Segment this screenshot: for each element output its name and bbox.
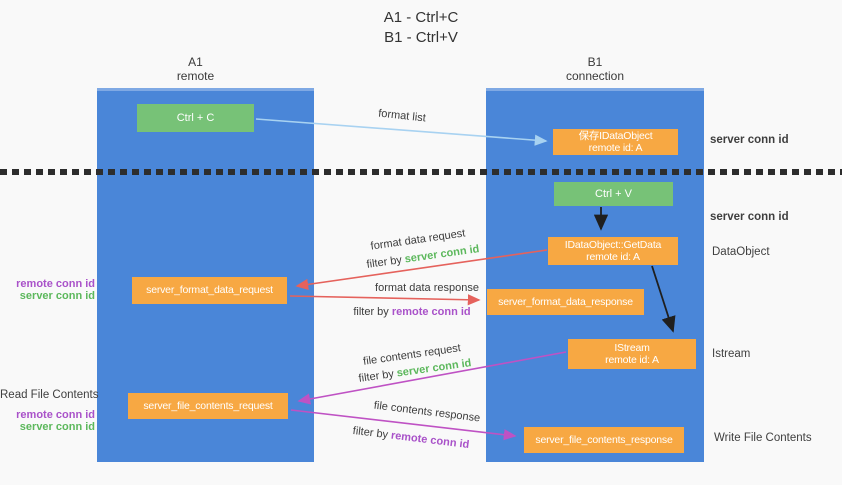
node-save-dataobject-line1: 保存IDataObject	[578, 129, 653, 142]
right-dataobject-label: DataObject	[712, 246, 770, 258]
left-remote-conn-id-2: remote conn id	[16, 409, 95, 421]
arrow-format-data-response	[289, 294, 481, 306]
node-getdata-line2: remote id: A	[586, 251, 640, 263]
remote-conn-id-text: remote conn id	[390, 429, 470, 452]
lane-b-subtitle: connection	[565, 69, 625, 83]
left-remote-conn-id-1: remote conn id	[16, 278, 95, 290]
node-file-response-label: server_file_contents_response	[535, 433, 673, 446]
filter-by-text: filter by	[353, 306, 389, 318]
dashed-divider-line	[0, 169, 842, 175]
lane-a-subtitle: remote	[176, 69, 215, 83]
filter-by-text: filter by	[357, 368, 395, 385]
lane-b-name: B1	[587, 55, 603, 69]
left-server-conn-id-2: server conn id	[19, 420, 95, 433]
filter-by-text: filter by	[365, 254, 403, 271]
label-file-contents-response: file contents response	[373, 399, 481, 425]
node-server-format-data-response: server_format_data_response	[487, 289, 644, 315]
node-format-response-label: server_format_data_response	[498, 295, 633, 308]
left-read-file-contents-label: Read File Contents	[0, 389, 99, 401]
title-line-2: B1 - Ctrl+V	[384, 29, 458, 46]
node-istream-line2: remote id: A	[605, 354, 659, 366]
node-server-file-contents-response: server_file_contents_response	[524, 427, 684, 453]
node-idataobject-getdata: IDataObject::GetData remote id: A	[548, 237, 678, 265]
node-server-format-data-request: server_format_data_request	[132, 277, 287, 304]
server-conn-id-text: server conn id	[403, 243, 481, 266]
node-format-request-label: server_format_data_request	[146, 284, 273, 297]
node-save-dataobject-line2: remote id: A	[588, 142, 643, 154]
node-server-file-contents-request: server_file_contents_request	[128, 393, 288, 419]
node-ctrl-c: Ctrl + C	[137, 104, 254, 132]
diagram-title: A1 - Ctrl+C B1 - Ctrl+V	[0, 8, 842, 48]
node-ctrl-c-label: Ctrl + C	[176, 111, 215, 124]
filter-by-text: filter by	[352, 424, 389, 442]
lane-b-header: B1 connection	[486, 55, 704, 83]
right-server-conn-id-1: server conn id	[710, 134, 789, 146]
remote-conn-id-text: remote conn id	[391, 306, 471, 318]
right-istream-label: Istream	[712, 348, 751, 360]
node-ctrl-v: Ctrl + V	[554, 182, 673, 206]
label-format-list: format list	[377, 107, 427, 125]
node-save-dataobject: 保存IDataObject remote id: A	[553, 129, 678, 155]
lane-a-header: A1 remote	[87, 55, 304, 83]
lane-a-name: A1	[188, 55, 203, 69]
title-line-1: A1 - Ctrl+C	[383, 9, 459, 26]
left-server-conn-id-1: server conn id	[19, 289, 95, 302]
label-format-data-response: format data response	[375, 282, 479, 294]
node-getdata-line1: IDataObject::GetData	[564, 238, 662, 251]
left-conn-id-pair-2: remote conn id server conn id	[0, 409, 95, 433]
node-file-request-label: server_file_contents_request	[143, 399, 273, 412]
right-write-file-contents-label: Write File Contents	[714, 432, 812, 444]
node-istream: IStream remote id: A	[568, 339, 696, 369]
node-ctrl-v-label: Ctrl + V	[595, 187, 632, 200]
node-istream-line1: IStream	[614, 341, 650, 354]
left-conn-id-pair-1: remote conn id server conn id	[0, 278, 95, 302]
right-server-conn-id-2: server conn id	[710, 211, 789, 223]
